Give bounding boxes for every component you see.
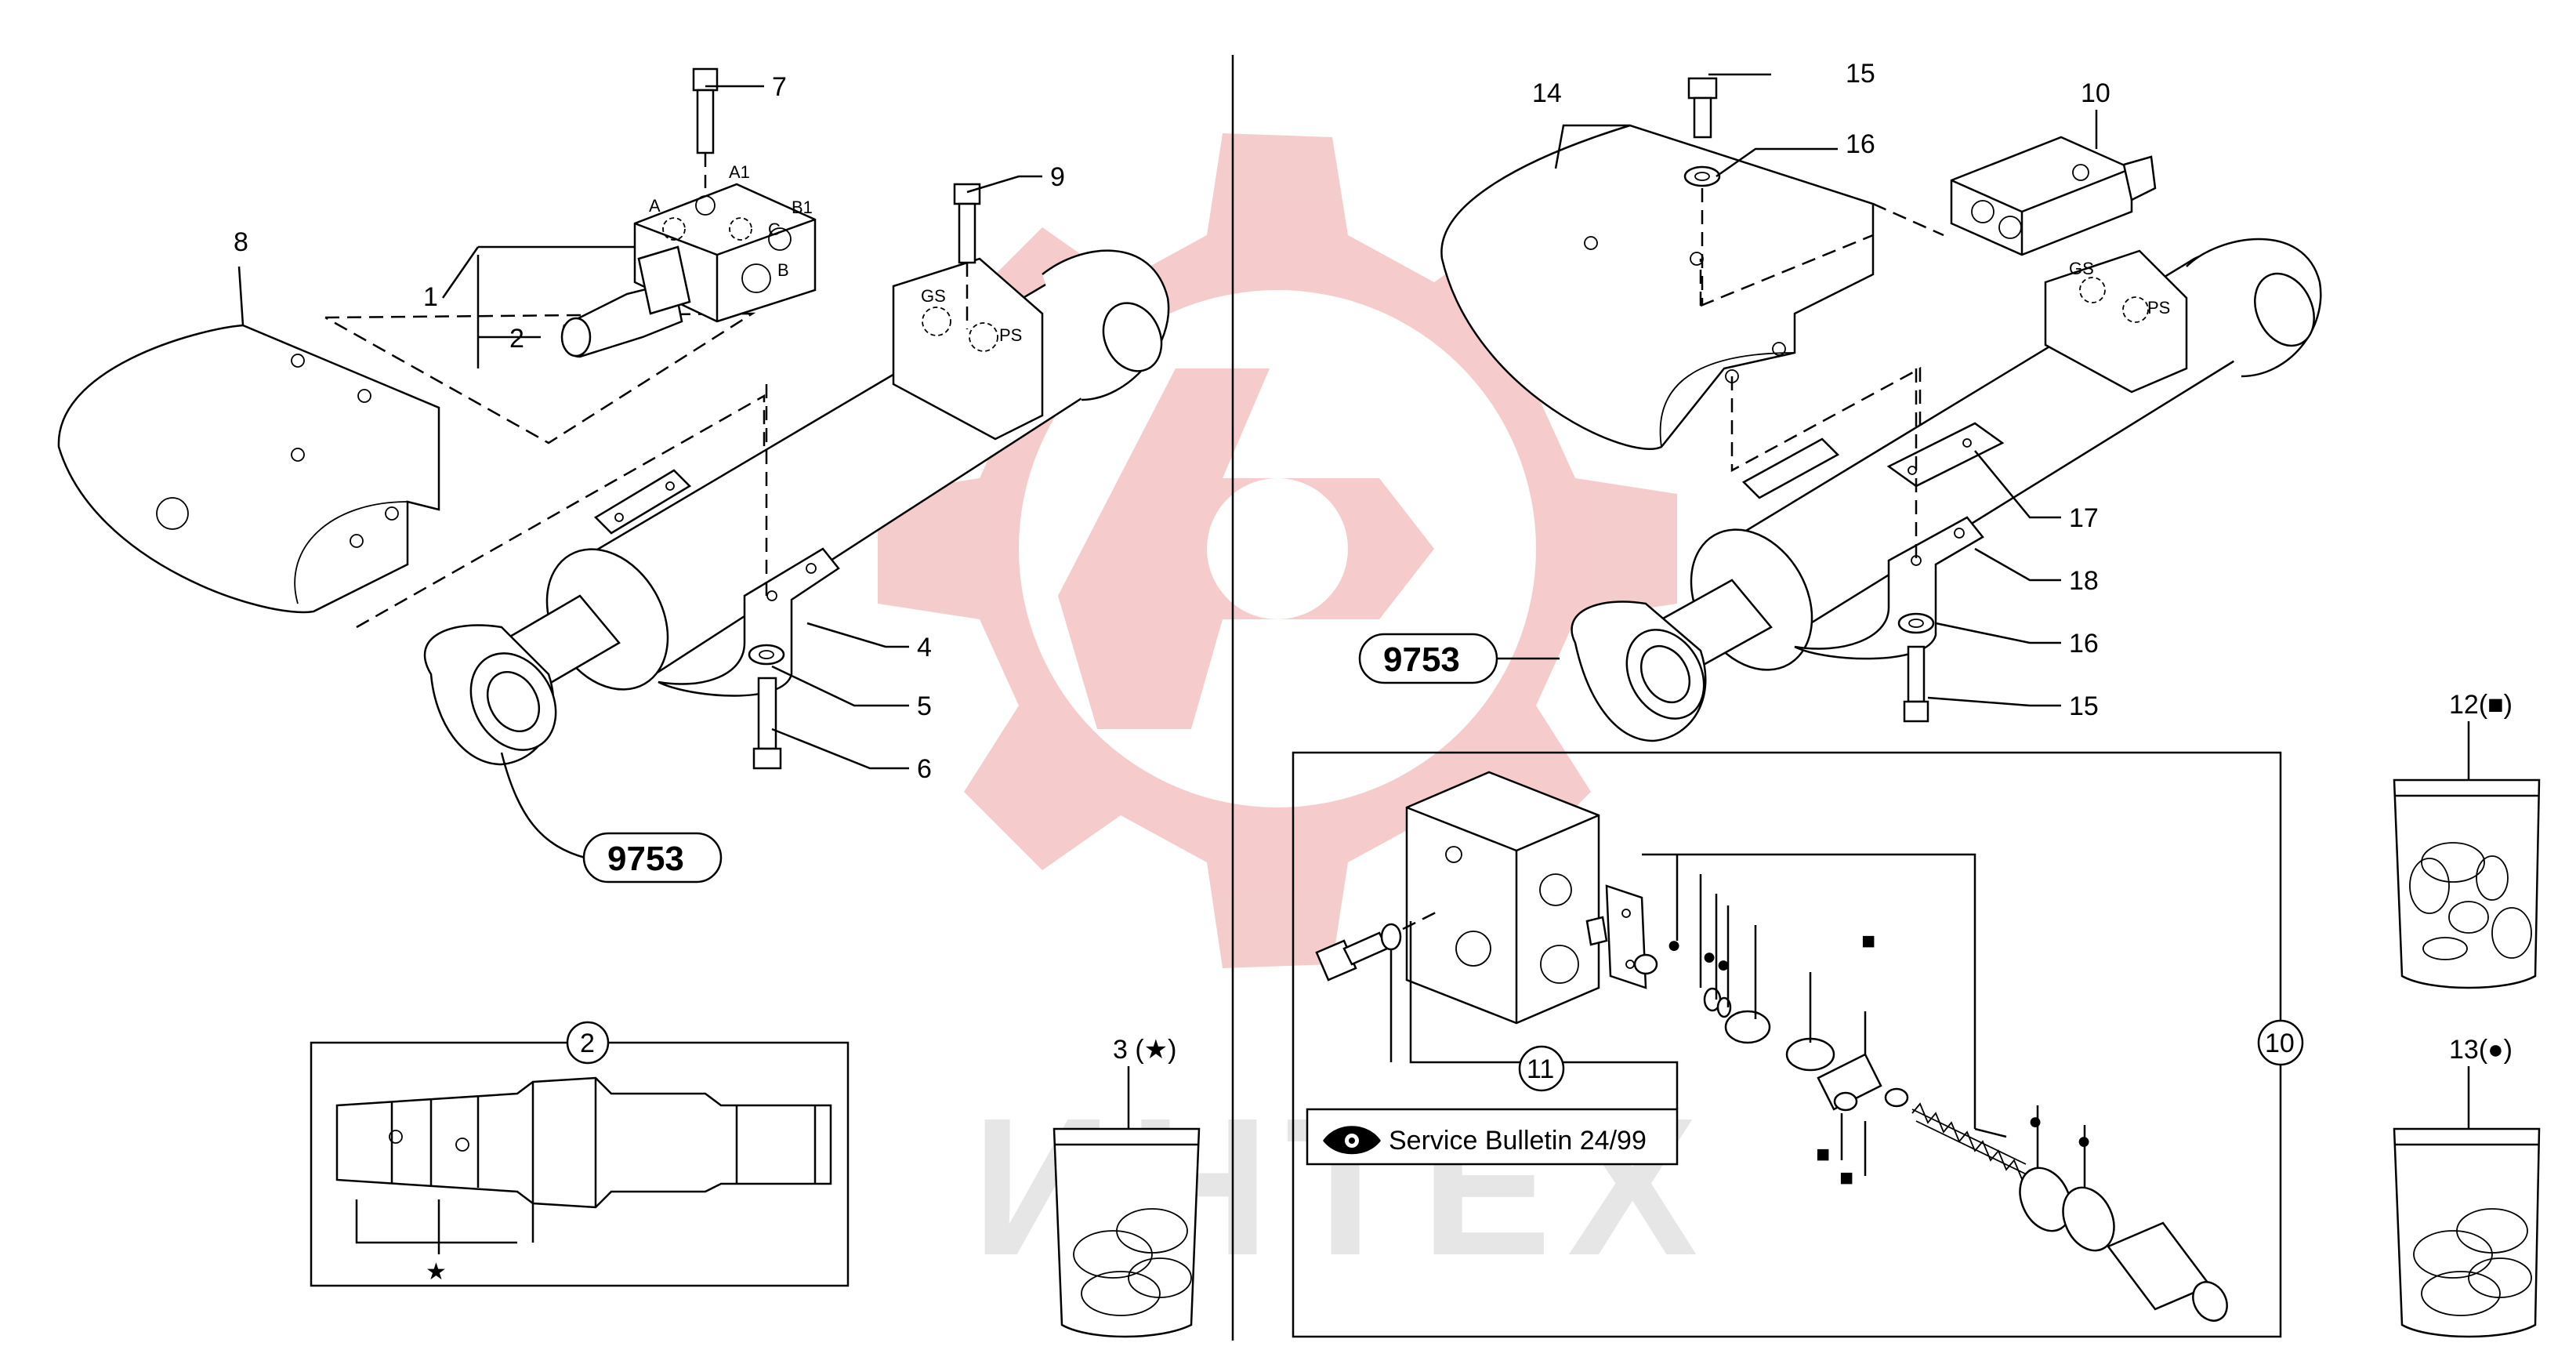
port-label-b: B — [777, 260, 789, 280]
bag-13-label: 13(●) — [2449, 1035, 2513, 1065]
detail-spring — [1911, 1102, 2031, 1181]
port-label-gs-left: GS — [921, 286, 946, 306]
washer-16-top — [1683, 165, 1721, 187]
valve-block-10 — [1950, 136, 2133, 256]
marker-square-2: ■ — [1816, 1141, 1830, 1167]
service-bulletin-text: Service Bulletin 24/99 — [1389, 1126, 1647, 1156]
kit-badge-9753-right[interactable] — [1358, 633, 1498, 684]
detail-2-callout: 2 — [580, 1029, 595, 1058]
port-label-c: C — [768, 220, 781, 239]
marker-dot-1: ● — [1667, 932, 1681, 958]
port-label-ps-left: PS — [999, 325, 1022, 345]
right-labels: 10 14 15 16 17 18 16 15 GS PS 9753 — [1383, 59, 2170, 721]
bolt-15-top — [1687, 77, 1718, 100]
kit-ref-right: 9753 — [1383, 640, 1460, 679]
callout-8: 8 — [234, 227, 248, 257]
callout-16-bottom: 16 — [2069, 629, 2099, 659]
marker-dot-2: ● — [1702, 944, 1716, 970]
callout-7: 7 — [772, 72, 787, 102]
bag-12-label: 12(■) — [2449, 690, 2513, 720]
right-cylinder-assembly — [1358, 73, 2322, 742]
kit-ref-left: 9753 — [607, 840, 684, 878]
bolt-6 — [757, 677, 777, 750]
marker-square-3: ■ — [1839, 1165, 1853, 1191]
clamp-plate-upper — [1741, 437, 1840, 499]
detail-10-callout: 10 — [2265, 1029, 2295, 1058]
callout-14: 14 — [1532, 78, 1562, 108]
bolt-9 — [953, 183, 981, 205]
bolt-15-bottom — [1907, 645, 1926, 703]
detail-2-star-marker: ★ — [426, 1259, 447, 1285]
washer-16-bottom — [1897, 612, 1935, 634]
bag-12: 12(■) — [2393, 690, 2541, 989]
callout-15-bottom: 15 — [2069, 691, 2099, 721]
port-label-b1: B1 — [792, 198, 813, 217]
marker-dot-3: ● — [1716, 952, 1730, 978]
callout-18: 18 — [2069, 566, 2099, 596]
mount-plate-8 — [57, 324, 440, 614]
callout-2: 2 — [509, 324, 524, 354]
callout-5: 5 — [917, 691, 932, 721]
detail-2-box: 2 ★ — [310, 1021, 850, 1287]
washer-5 — [748, 644, 785, 666]
port-label-a1: A1 — [729, 162, 750, 182]
callout-16-top: 16 — [1846, 129, 1875, 159]
port-label-gs-right: GS — [2069, 259, 2094, 278]
callout-4: 4 — [917, 633, 932, 662]
callout-15-top: 15 — [1846, 59, 1875, 89]
bag-13: 13(●) — [2393, 1035, 2541, 1338]
port-label-ps-right: PS — [2147, 298, 2170, 318]
callout-6: 6 — [917, 754, 932, 784]
port-label-a: A — [649, 196, 661, 216]
callout-1: 1 — [423, 282, 438, 312]
eye-icon — [1323, 1126, 1381, 1155]
marker-dot-4: ● — [2028, 1109, 2042, 1134]
marker-square-1: ■ — [1861, 928, 1875, 954]
marker-dot-5: ● — [2077, 1128, 2091, 1154]
saddle-clamp-4 — [658, 547, 840, 697]
detail-10-box: 10 — [1292, 751, 2304, 1338]
left-cylinder-assembly — [57, 67, 1170, 884]
callout-10-top: 10 — [2081, 78, 2110, 108]
callout-17: 17 — [2069, 503, 2099, 533]
detail-11-callout: 11 — [1527, 1054, 1554, 1084]
kit-badge-9753-left[interactable] — [582, 832, 723, 884]
detail-2-cartridge — [335, 1076, 832, 1209]
bolt-7 — [692, 67, 719, 92]
callout-9: 9 — [1050, 162, 1065, 192]
bag-3-label: 3 (★) — [1113, 1035, 1176, 1065]
bag-3: 3 (★) — [1053, 1035, 1201, 1338]
left-labels: 1 2 4 5 6 7 8 9 A A1 B B1 C GS PS 9753 — [234, 72, 1065, 878]
